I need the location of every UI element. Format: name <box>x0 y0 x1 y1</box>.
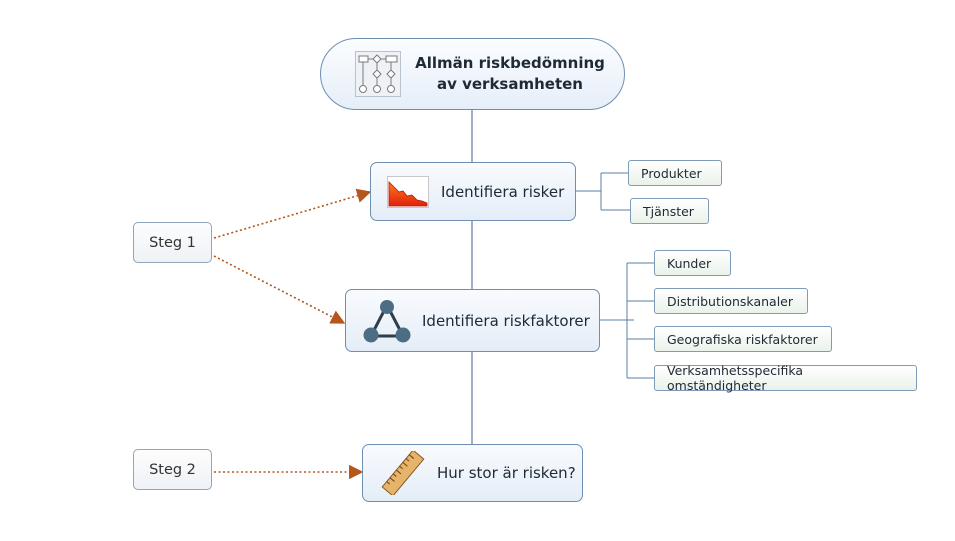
root-title-line-2: av verksamheten <box>436 75 583 93</box>
step-2-label[interactable]: Steg 2 <box>133 449 212 490</box>
sub-node-geographic-risk-factors[interactable]: Geografiska riskfaktorer <box>654 326 832 352</box>
branch-risk-size-label: Hur stor är risken? <box>437 464 576 482</box>
root-title-line-1: Allmän riskbedömning <box>415 54 605 72</box>
sub-node-business-specific-circumstances[interactable]: Verksamhetsspecifika omständigheter <box>654 363 917 393</box>
area-chart-icon <box>387 175 429 208</box>
sub-node-products[interactable]: Produkter <box>628 160 722 186</box>
step-1-arrow-to-factors <box>213 255 346 324</box>
sub-node-customers[interactable]: Kunder <box>654 250 731 276</box>
root-node[interactable]: Allmän riskbedömning av verksamheten <box>320 38 625 110</box>
sub-node-distribution-channels[interactable]: Distributionskanaler <box>654 288 808 314</box>
branch-identify-risk-factors-label: Identifiera riskfaktorer <box>422 311 590 330</box>
sub-node-products-label: Produkter <box>641 165 702 181</box>
process-flowchart-icon <box>355 51 401 97</box>
branch-risk-size[interactable]: Hur stor är risken? <box>362 444 583 502</box>
step-1-text: Steg 1 <box>149 234 196 251</box>
root-title: Allmän riskbedömning av verksamheten <box>415 53 605 95</box>
step-1-label[interactable]: Steg 1 <box>133 222 212 263</box>
sub-node-geographic-risk-factors-label: Geografiska riskfaktorer <box>667 331 818 347</box>
branch-identify-risk-factors[interactable]: Identifiera riskfaktorer <box>345 289 600 352</box>
sub-node-customers-label: Kunder <box>667 255 712 271</box>
sub-node-business-specific-circumstances-label: Verksamhetsspecifika omständigheter <box>667 363 804 393</box>
sub-node-services-label: Tjänster <box>643 203 694 219</box>
step-2-text: Steg 2 <box>149 461 196 478</box>
ruler-icon <box>381 451 425 495</box>
step-1-arrow-to-risks <box>213 188 372 239</box>
branch-identify-risks-label: Identifiera risker <box>441 182 565 201</box>
sub-node-distribution-channels-label: Distributionskanaler <box>667 293 794 309</box>
branch-identify-risks[interactable]: Identifiera risker <box>370 162 576 221</box>
network-nodes-icon <box>362 298 412 344</box>
sub-node-services[interactable]: Tjänster <box>630 198 709 224</box>
